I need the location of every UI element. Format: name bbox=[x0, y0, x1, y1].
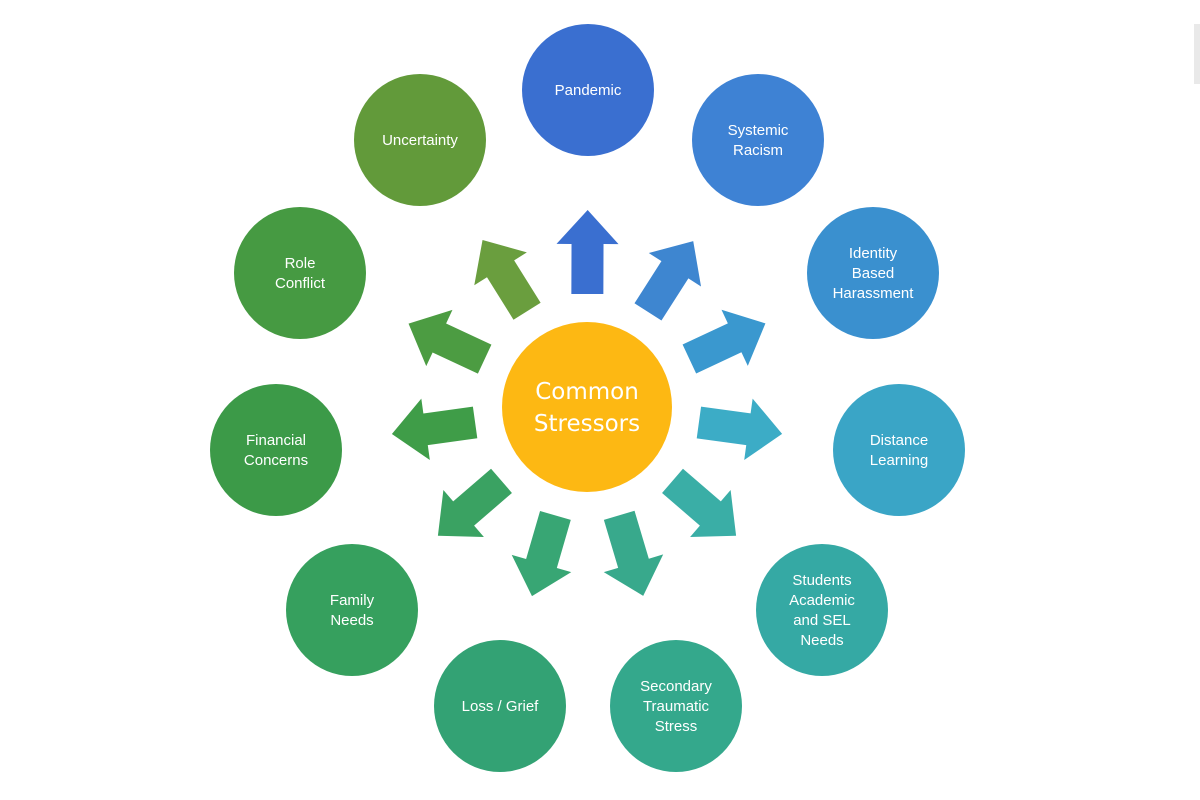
node-circle-family-needs bbox=[286, 544, 418, 676]
node-circle-secondary-traumatic-stress bbox=[610, 640, 742, 772]
arrow-to-uncertainty bbox=[474, 239, 541, 320]
arrow-to-role-conflict bbox=[408, 309, 492, 374]
arrow-to-students-academic-sel-needs bbox=[662, 468, 737, 537]
node-circle-systemic-racism bbox=[692, 74, 824, 206]
node-loss-grief: Loss / Grief bbox=[434, 640, 566, 772]
node-label-identity-based-harassment: Identity bbox=[849, 245, 898, 262]
node-label-systemic-racism: Racism bbox=[733, 142, 783, 159]
center-circle bbox=[502, 322, 672, 492]
node-label-family-needs: Needs bbox=[330, 612, 373, 629]
center-label: Common bbox=[535, 379, 639, 405]
node-circle-distance-learning bbox=[833, 384, 965, 516]
node-label-role-conflict: Role bbox=[285, 255, 316, 272]
node-label-pandemic: Pandemic bbox=[555, 82, 622, 99]
node-circle-uncertainty bbox=[354, 74, 486, 206]
nodes-layer: PandemicSystemicRacismIdentityBasedHaras… bbox=[210, 24, 965, 772]
node-circle-identity-based-harassment bbox=[807, 207, 939, 339]
node-label-students-academic-sel-needs: Students bbox=[792, 572, 851, 589]
arrow-to-financial-concerns bbox=[391, 398, 478, 461]
arrow-to-family-needs bbox=[437, 468, 512, 537]
node-label-uncertainty: Uncertainty bbox=[382, 132, 458, 149]
arrow-to-secondary-traumatic-stress bbox=[603, 510, 664, 596]
node-label-students-academic-sel-needs: and SEL bbox=[793, 612, 851, 629]
node-uncertainty: Uncertainty bbox=[354, 74, 486, 206]
node-label-distance-learning: Learning bbox=[870, 452, 928, 469]
node-circle-role-conflict bbox=[234, 207, 366, 339]
arrow-to-pandemic bbox=[556, 210, 619, 295]
node-label-distance-learning: Distance bbox=[870, 432, 928, 449]
arrow-to-distance-learning bbox=[696, 398, 783, 460]
arrow-to-loss-grief bbox=[511, 511, 572, 597]
arrows-layer bbox=[391, 210, 783, 597]
node-label-students-academic-sel-needs: Academic bbox=[789, 592, 855, 609]
arrow-to-systemic-racism bbox=[634, 241, 702, 321]
arrow-to-identity-based-harassment bbox=[682, 309, 766, 374]
node-label-secondary-traumatic-stress: Stress bbox=[655, 718, 698, 735]
node-label-secondary-traumatic-stress: Secondary bbox=[640, 678, 712, 695]
node-circle-students-academic-sel-needs bbox=[756, 544, 888, 676]
node-label-secondary-traumatic-stress: Traumatic bbox=[643, 698, 710, 715]
node-label-financial-concerns: Financial bbox=[246, 432, 306, 449]
node-label-family-needs: Family bbox=[330, 592, 375, 609]
edge-scrollbar-mark bbox=[1194, 24, 1200, 84]
center-label: Stressors bbox=[534, 411, 640, 437]
node-circle-pandemic bbox=[522, 24, 654, 156]
node-circle-financial-concerns bbox=[210, 384, 342, 516]
node-label-students-academic-sel-needs: Needs bbox=[800, 632, 843, 649]
node-circle-loss-grief bbox=[434, 640, 566, 772]
node-pandemic: Pandemic bbox=[522, 24, 654, 156]
node-label-identity-based-harassment: Harassment bbox=[833, 285, 915, 302]
node-label-financial-concerns: Concerns bbox=[244, 452, 308, 469]
node-label-role-conflict: Conflict bbox=[275, 275, 326, 292]
node-label-identity-based-harassment: Based bbox=[852, 265, 895, 282]
node-label-loss-grief: Loss / Grief bbox=[462, 698, 540, 715]
node-label-systemic-racism: Systemic bbox=[728, 122, 789, 139]
